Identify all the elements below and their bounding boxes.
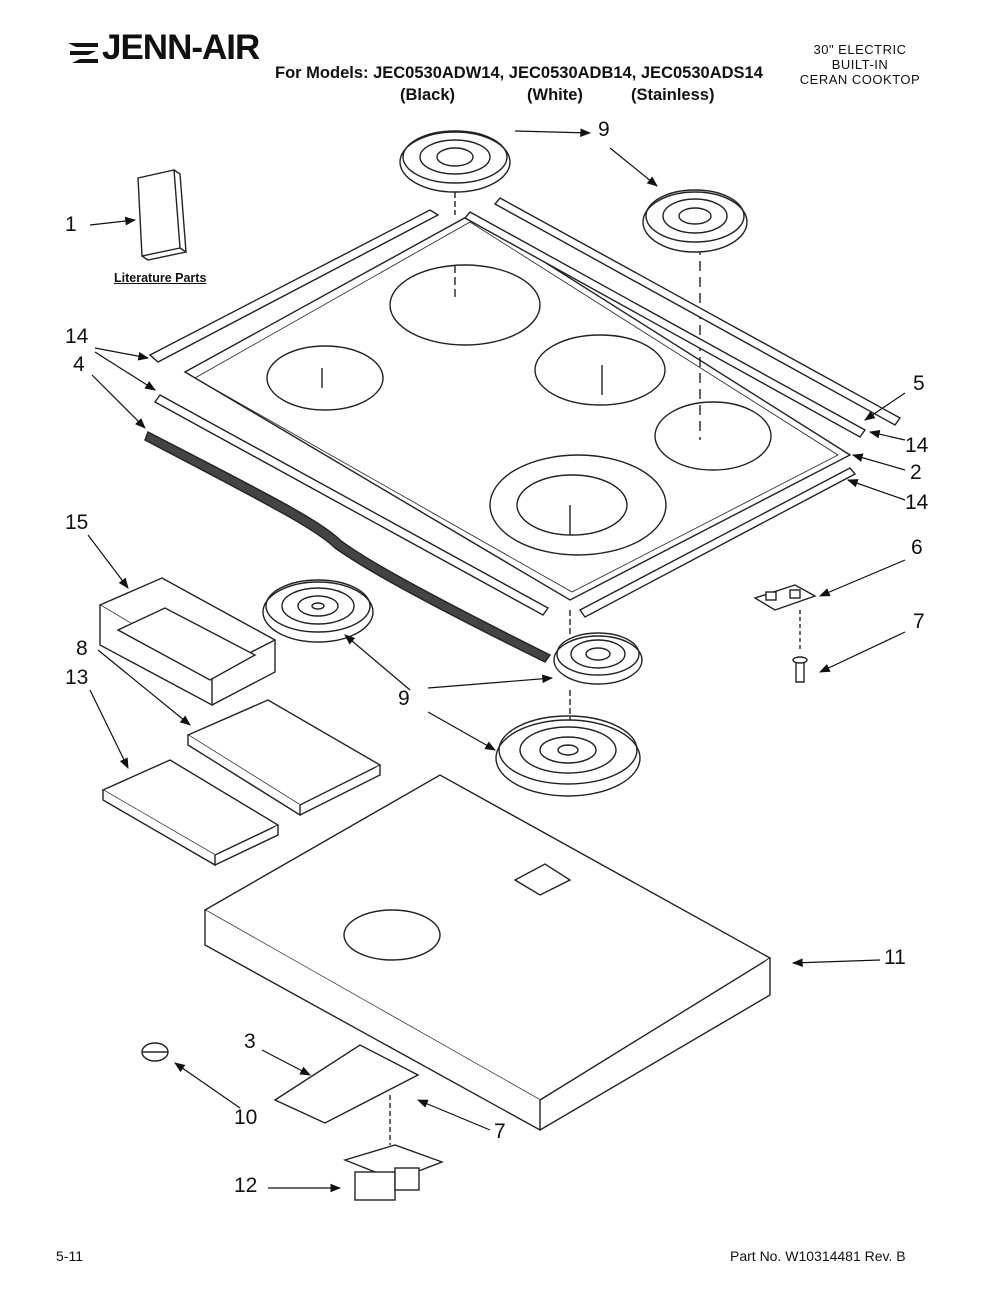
callout-6: 6	[911, 536, 923, 559]
callout-14: 14	[905, 491, 929, 514]
callout-4: 4	[73, 353, 85, 376]
callout-10: 10	[234, 1106, 258, 1129]
callout-11: 11	[884, 946, 906, 969]
callout-15: 15	[65, 511, 89, 534]
thermostat	[141, 1042, 169, 1062]
callout-1: 1	[65, 213, 77, 236]
literature-book	[137, 169, 187, 261]
finish-stainless: (Stainless)	[631, 86, 715, 104]
burner-box	[203, 774, 772, 1132]
finish-black: (Black)	[400, 86, 456, 104]
literature-parts-label: Literature Parts	[114, 271, 207, 285]
junction-box	[98, 577, 277, 707]
jenn-air-logo-mark-icon	[68, 43, 98, 63]
description-line: BUILT-IN	[831, 57, 889, 72]
description-line: 30" ELECTRIC	[813, 42, 907, 57]
callout-7: 7	[913, 610, 925, 633]
description-line: CERAN COOKTOP	[799, 72, 921, 87]
callout-8: 8	[76, 637, 88, 660]
glass-cooktop	[183, 214, 852, 601]
access-cover	[273, 1044, 420, 1145]
product-description: 30" ELECTRIC BUILT-IN CERAN COOKTOP	[780, 42, 940, 87]
callout-14: 14	[905, 434, 929, 457]
finish-white: (White)	[527, 86, 583, 104]
callout-14: 14	[65, 325, 89, 348]
callout-2: 2	[910, 461, 922, 484]
callout-9: 9	[398, 687, 410, 710]
fan-motor	[342, 1144, 445, 1201]
callout-3: 3	[244, 1030, 256, 1053]
page-number: 5-11	[56, 1248, 83, 1264]
callout-7: 7	[494, 1120, 506, 1143]
callout-9: 9	[598, 118, 610, 141]
bracket-and-screw	[753, 584, 817, 683]
callout-5: 5	[913, 372, 925, 395]
callout-13: 13	[65, 666, 89, 689]
models-line: For Models: JEC0530ADW14, JEC0530ADB14, …	[275, 64, 763, 82]
terminal-plate	[186, 699, 382, 817]
leader-arrows	[87, 128, 906, 1193]
radiant-elements	[262, 130, 748, 797]
trim-strips	[144, 197, 902, 663]
brand-logo: JENN-AIR	[102, 28, 260, 67]
control-plate	[101, 759, 280, 867]
part-number: Part No. W10314481 Rev. B	[730, 1248, 906, 1264]
callout-12: 12	[234, 1174, 258, 1197]
